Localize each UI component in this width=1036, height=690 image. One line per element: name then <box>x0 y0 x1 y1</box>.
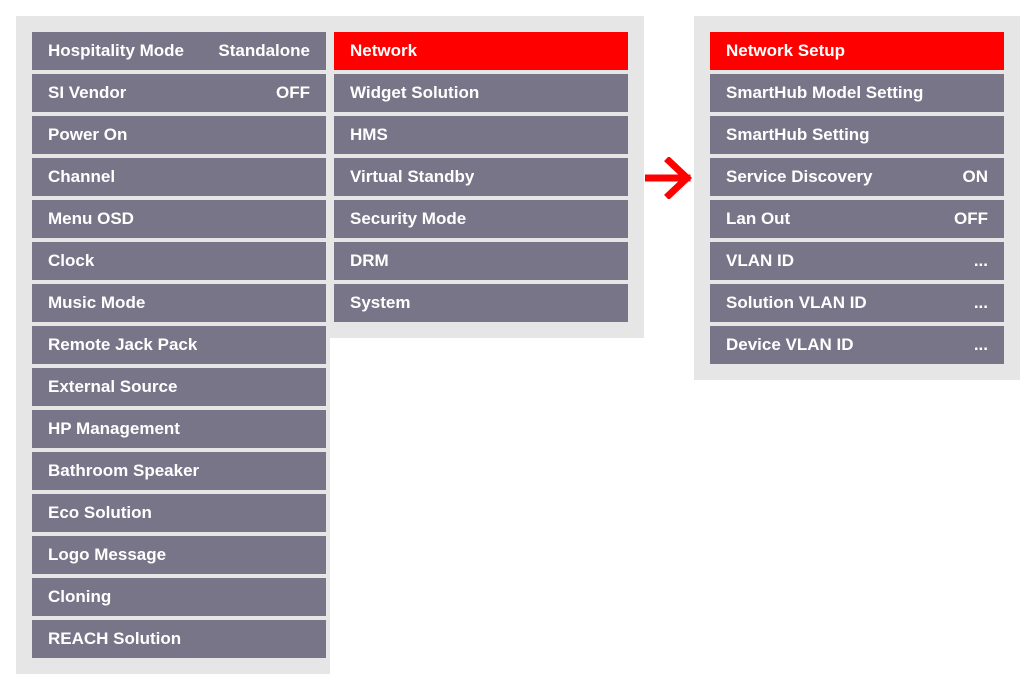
menu-item-reach-solution[interactable]: REACH Solution <box>32 620 326 658</box>
arrow-right-icon <box>645 157 693 199</box>
menu-item-label: HP Management <box>48 419 180 438</box>
submenu-item-virtual-standby[interactable]: Virtual Standby <box>334 158 628 196</box>
menu-item-cloning[interactable]: Cloning <box>32 578 326 616</box>
menu-item-logo-message[interactable]: Logo Message <box>32 536 326 574</box>
submenu: Network Widget Solution HMS Virtual Stan… <box>334 32 628 326</box>
menu-item-label: Network <box>350 41 418 60</box>
menu-item-label: Clock <box>48 251 95 270</box>
menu-item-label: Logo Message <box>48 545 167 564</box>
menu-item-label: Device VLAN ID <box>726 335 854 354</box>
menu-item-power-on[interactable]: Power On <box>32 116 326 154</box>
menu-item-eco-solution[interactable]: Eco Solution <box>32 494 326 532</box>
menu-item-label: SI Vendor <box>48 83 127 102</box>
menu-item-label: Menu OSD <box>48 209 134 228</box>
network-menu: Network Setup SmartHub Model Setting Sma… <box>710 32 1004 368</box>
network-item-lan-out[interactable]: Lan Out OFF <box>710 200 1004 238</box>
menu-item-value: ... <box>973 251 988 270</box>
menu-item-label: Cloning <box>48 587 112 606</box>
menu-item-label: Virtual Standby <box>350 167 475 186</box>
menu-item-value: ON <box>962 167 989 186</box>
menu-item-label: Lan Out <box>726 209 791 228</box>
menu-item-label: Bathroom Speaker <box>48 461 200 480</box>
menu-item-label: Music Mode <box>48 293 146 312</box>
menu-item-external-source[interactable]: External Source <box>32 368 326 406</box>
menu-item-si-vendor[interactable]: SI Vendor OFF <box>32 74 326 112</box>
menu-item-hospitality-mode[interactable]: Hospitality Mode Standalone <box>32 32 326 70</box>
submenu-item-widget-solution[interactable]: Widget Solution <box>334 74 628 112</box>
menu-item-value: ... <box>973 293 988 312</box>
menu-item-value: OFF <box>954 209 988 228</box>
network-item-vlan-id[interactable]: VLAN ID... <box>710 242 1004 280</box>
menu-item-label: Hospitality Mode <box>48 41 185 60</box>
menu-item-hp-management[interactable]: HP Management <box>32 410 326 448</box>
menu-item-label: External Source <box>48 377 178 396</box>
menu-item-label: REACH Solution <box>48 629 182 648</box>
menu-item-label: Channel <box>48 167 116 186</box>
menu-item-value: ... <box>973 335 988 354</box>
menu-item-value: OFF <box>276 83 310 102</box>
network-item-smarthub-setting[interactable]: SmartHub Setting <box>710 116 1004 154</box>
menu-item-label: Power On <box>48 125 128 144</box>
menu-item-label: Service Discovery <box>726 167 873 186</box>
submenu-item-hms[interactable]: HMS <box>334 116 628 154</box>
menu-item-label: DRM <box>350 251 389 270</box>
submenu-item-drm[interactable]: DRM <box>334 242 628 280</box>
menu-item-label: VLAN ID <box>726 251 794 270</box>
network-item-smarthub-model-setting[interactable]: SmartHub Model Setting <box>710 74 1004 112</box>
network-item-solution-vlan-id[interactable]: Solution VLAN ID... <box>710 284 1004 322</box>
network-item-device-vlan-id[interactable]: Device VLAN ID... <box>710 326 1004 364</box>
network-item-network-setup[interactable]: Network Setup <box>710 32 1004 70</box>
menu-item-menu-osd[interactable]: Menu OSD <box>32 200 326 238</box>
menu-item-label: Widget Solution <box>350 83 480 102</box>
submenu-item-system[interactable]: System <box>334 284 628 322</box>
menu-item-remote-jack-pack[interactable]: Remote Jack Pack <box>32 326 326 364</box>
menu-item-value: Standalone <box>218 41 310 60</box>
submenu-item-security-mode[interactable]: Security Mode <box>334 200 628 238</box>
menu-item-bathroom-speaker[interactable]: Bathroom Speaker <box>32 452 326 490</box>
menu-item-label: Eco Solution <box>48 503 152 522</box>
menu-item-label: SmartHub Setting <box>726 125 870 144</box>
menu-item-channel[interactable]: Channel <box>32 158 326 196</box>
menu-item-label: SmartHub Model Setting <box>726 83 924 102</box>
menu-item-label: Solution VLAN ID <box>726 293 867 312</box>
menu-item-label: Security Mode <box>350 209 467 228</box>
menu-item-music-mode[interactable]: Music Mode <box>32 284 326 322</box>
menu-item-label: System <box>350 293 411 312</box>
menu-item-label: Remote Jack Pack <box>48 335 198 354</box>
submenu-item-network[interactable]: Network <box>334 32 628 70</box>
network-item-service-discovery[interactable]: Service Discovery ON <box>710 158 1004 196</box>
menu-item-label: Network Setup <box>726 41 846 60</box>
menu-item-clock[interactable]: Clock <box>32 242 326 280</box>
menu-item-label: HMS <box>350 125 388 144</box>
